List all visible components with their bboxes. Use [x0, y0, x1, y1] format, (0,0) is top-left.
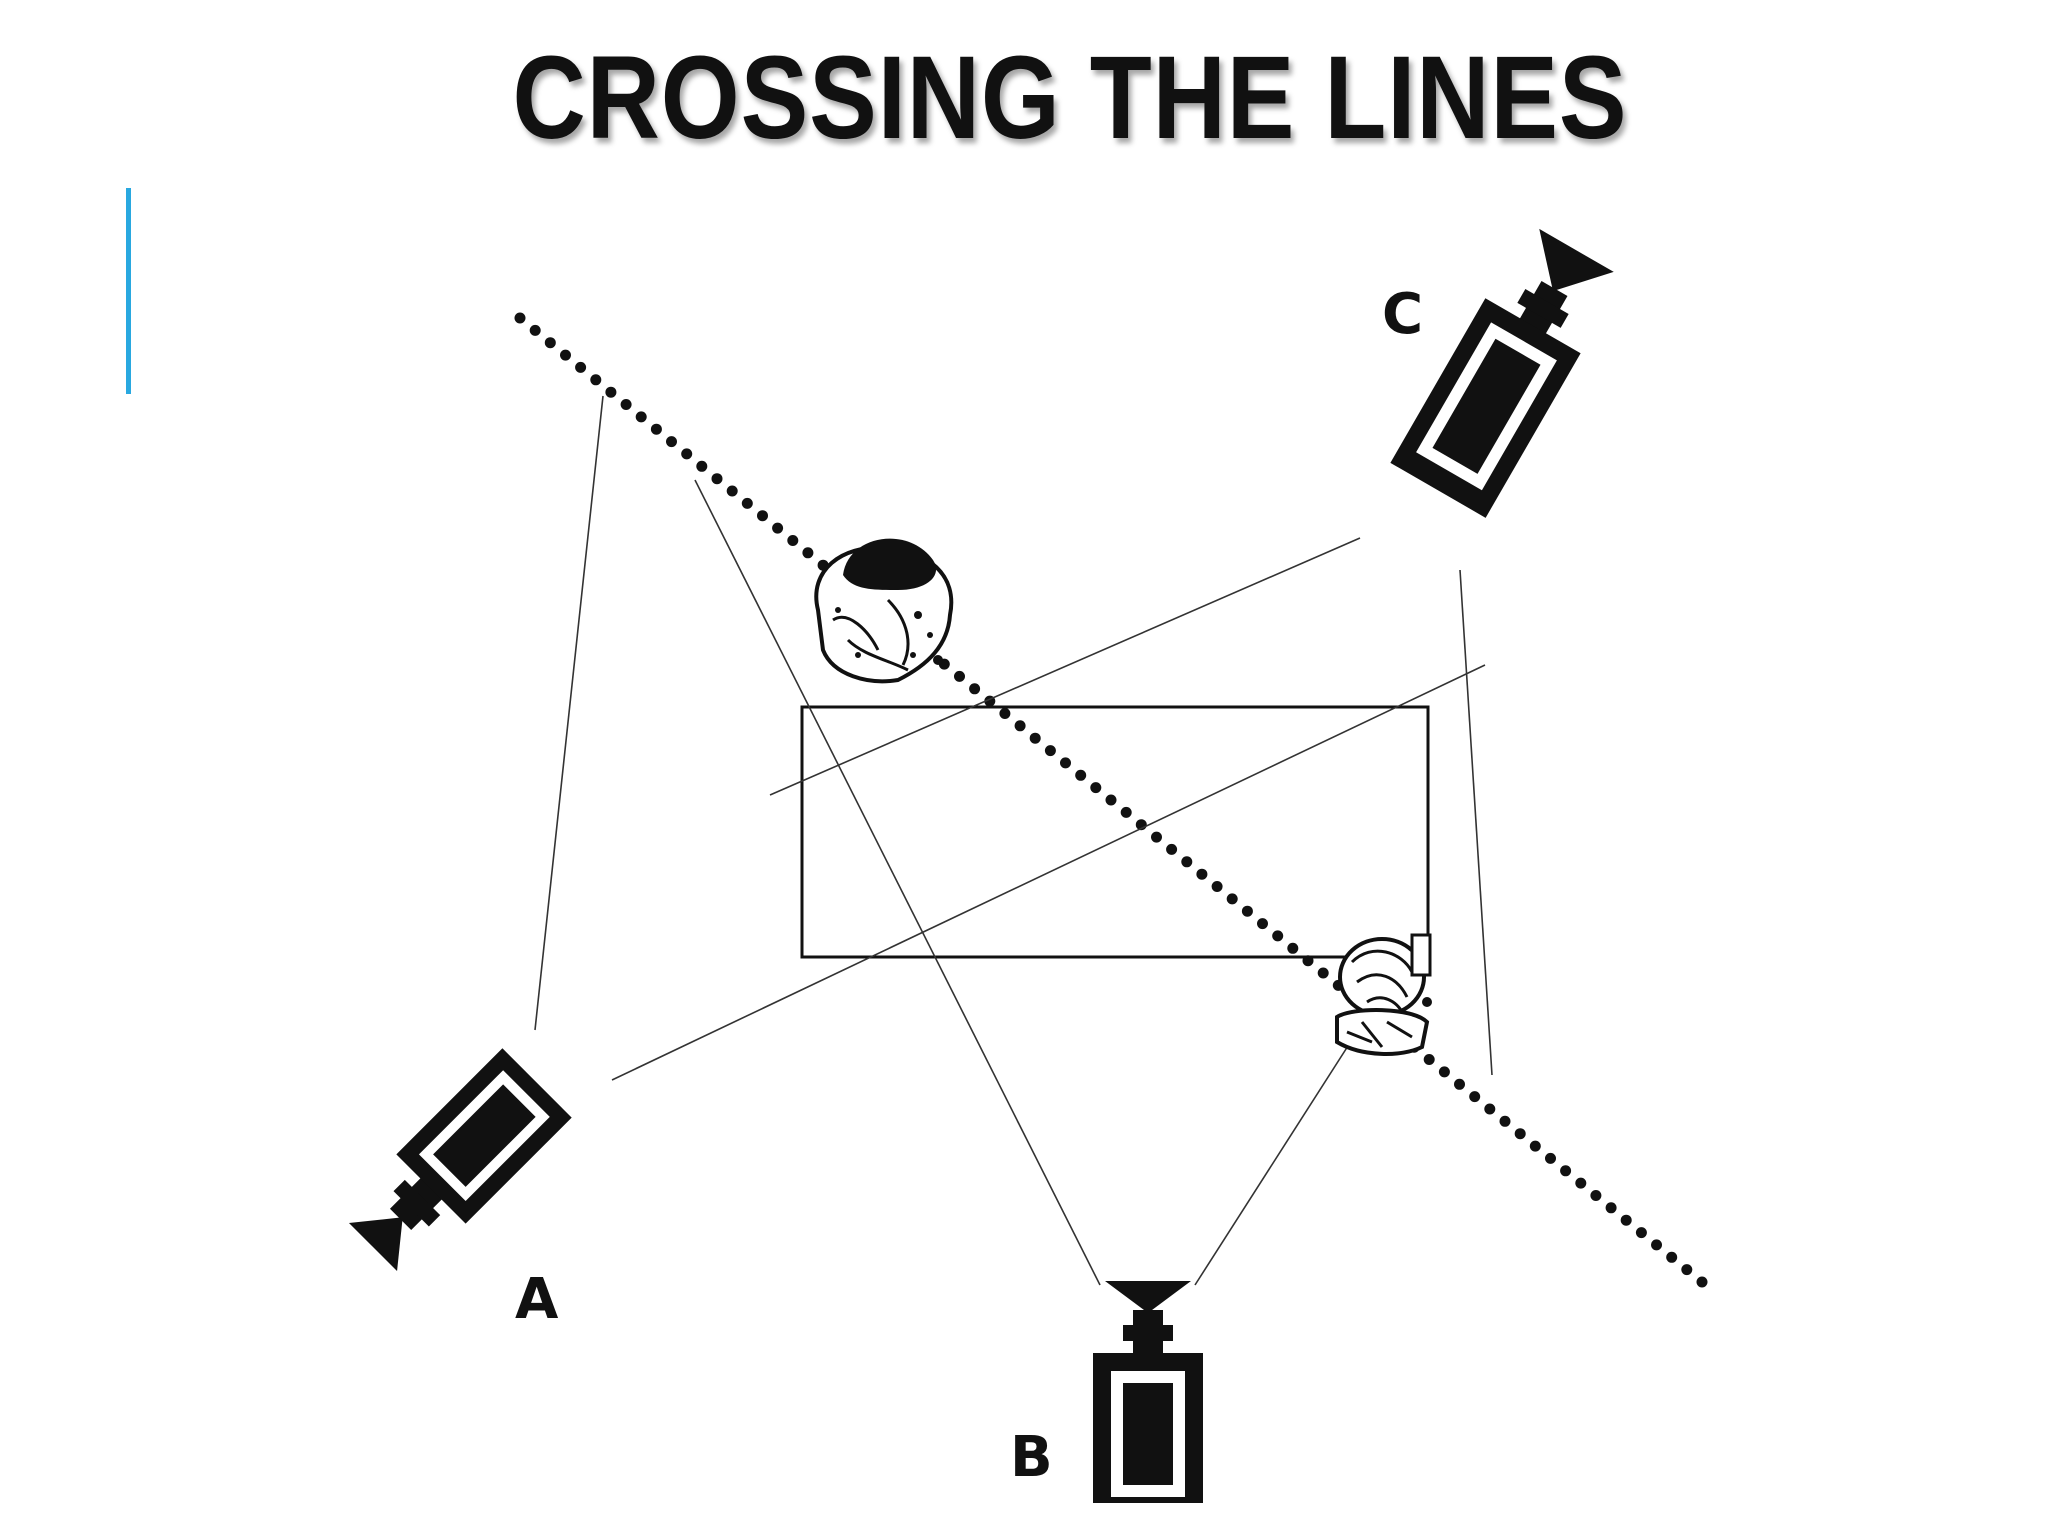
- axis-dot: [726, 485, 738, 497]
- axis-dot: [954, 670, 965, 682]
- axis-dot: [1681, 1264, 1693, 1276]
- axis-dot: [1090, 782, 1102, 794]
- axis-dot: [666, 436, 677, 448]
- sightline-a-right: [611, 664, 1486, 1081]
- axis-dot: [1257, 918, 1268, 930]
- axis-dot: [1060, 757, 1071, 769]
- table-rectangle: [800, 705, 1430, 959]
- axis-dot: [1423, 1054, 1435, 1065]
- camera-a-icon: [348, 1048, 572, 1272]
- axis-dot: [1302, 955, 1314, 967]
- axis-dot: [1696, 1276, 1708, 1288]
- axis-dot: [1226, 893, 1238, 905]
- axis-dot: [681, 448, 693, 460]
- axis-dot: [650, 423, 662, 435]
- axis-dot: [1469, 1091, 1481, 1103]
- axis-dot: [1575, 1177, 1587, 1189]
- axis-dot: [544, 337, 556, 349]
- sightline-a-left: [534, 395, 604, 1031]
- axis-dot: [696, 460, 708, 472]
- axis-dot: [1605, 1202, 1617, 1214]
- axis-dot: [1151, 831, 1162, 843]
- axis-dot: [1105, 794, 1117, 806]
- axis-dot: [1454, 1078, 1465, 1090]
- axis-dot: [590, 374, 602, 386]
- slide-title: CROSSING THE LINES: [512, 32, 1628, 164]
- axis-dot: [1651, 1239, 1662, 1251]
- axis-dot: [620, 399, 632, 410]
- axis-dot: [999, 708, 1011, 719]
- camera-c-icon: [1390, 228, 1614, 518]
- camera-c-label: C: [1382, 282, 1423, 347]
- actor-figure-icon: [1335, 933, 1432, 1056]
- axis-dot: [575, 361, 587, 373]
- axis-dot: [1635, 1227, 1647, 1239]
- axis-dot: [1272, 930, 1284, 942]
- axis-dot: [605, 386, 617, 398]
- axis-dot: [1620, 1214, 1632, 1226]
- axis-dot: [802, 547, 814, 559]
- sightline-c-left: [769, 537, 1361, 796]
- axis-dot: [1120, 806, 1132, 818]
- axis-dot: [1317, 967, 1329, 979]
- axis-dot: [1499, 1115, 1511, 1127]
- sightline-b-left: [694, 479, 1101, 1286]
- axis-dot: [1181, 856, 1193, 868]
- axis-dot: [772, 522, 784, 534]
- axis-dot: [1211, 881, 1223, 892]
- axis-dot: [787, 535, 799, 546]
- sightlines: [534, 395, 1493, 1286]
- accent-bar: [126, 188, 131, 394]
- axis-dot: [1545, 1152, 1556, 1164]
- axis-dot: [1166, 843, 1178, 855]
- axis-dot: [969, 683, 981, 695]
- axis-dot: [1075, 769, 1087, 781]
- axis-dot: [1014, 720, 1026, 732]
- axis-dot: [711, 473, 723, 485]
- axis-dot: [741, 497, 753, 509]
- camera-b-icon: [1093, 1281, 1203, 1503]
- axis-dot: [560, 349, 571, 361]
- axis-dot: [1287, 942, 1299, 954]
- axis-dot: [1241, 905, 1253, 917]
- sightline-c-right: [1459, 569, 1493, 1076]
- axis-dot: [1484, 1103, 1496, 1115]
- camera-b-label: B: [1010, 1425, 1053, 1490]
- axis-dot: [757, 510, 768, 522]
- axis-dot: [1044, 745, 1056, 757]
- axis-dot: [1196, 868, 1208, 880]
- axis-dot: [1029, 732, 1041, 744]
- axis-dot: [1560, 1165, 1572, 1177]
- axis-dot: [635, 411, 647, 423]
- actor-figure-icon: [814, 538, 954, 684]
- axis-dot: [1529, 1140, 1541, 1152]
- axis-dot: [1514, 1128, 1526, 1140]
- camera-a-label: A: [515, 1267, 559, 1332]
- axis-dot: [1438, 1066, 1450, 1078]
- axis-dot: [1590, 1190, 1602, 1201]
- axis-of-action-line: [514, 312, 1708, 1288]
- axis-dot: [529, 324, 541, 336]
- axis-dot: [1666, 1251, 1678, 1263]
- axis-dot: [514, 312, 526, 324]
- sightline-b-right: [1194, 1034, 1356, 1286]
